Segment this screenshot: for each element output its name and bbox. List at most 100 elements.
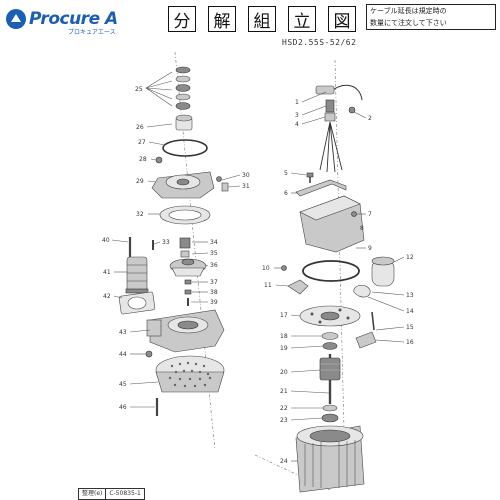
callout-44: 44 [119,351,127,358]
capacitor-band [353,284,371,298]
callout-31: 31 [242,183,250,190]
callout-11: 11 [264,282,272,289]
bracket-and-screw [355,311,377,349]
title-char: 分 [168,6,196,32]
brand-mark-icon [6,9,26,29]
callout-33: 33 [162,239,170,246]
callout-6: 6 [284,190,288,197]
callout-13: 13 [406,292,414,299]
callout-37: 37 [210,279,218,286]
title-char: 図 [328,6,356,32]
callout-7: 7 [368,211,372,218]
notice-line: ケーブル延長は規定時の [370,7,447,15]
callout-23: 23 [280,417,288,424]
motor-frame [299,195,365,253]
ref-label: 整理(e) [82,490,103,497]
hose-coupling [125,256,149,294]
callout-20: 20 [280,369,288,376]
callout-labels: 25 26 27 28 29 30 31 32 40 33 34 35 36 4… [102,86,414,465]
callout-17: 17 [280,312,288,319]
pump-casing [146,309,225,353]
o-ring [162,139,208,157]
callout-38: 38 [210,289,218,296]
terminal-block [287,279,309,295]
callout-21: 21 [280,388,288,395]
reference-number-box: 整理(e) C-50835-1 [78,488,145,500]
title-char: 立 [288,6,316,32]
callout-46: 46 [119,404,127,411]
right-axis-line [334,59,346,471]
flange-gasket [118,291,156,315]
callout-5: 5 [284,170,288,177]
leader-lines [111,71,405,462]
callout-34: 34 [210,239,218,246]
rotor-shaft [319,354,341,404]
callout-14: 14 [406,308,414,315]
connector-axis-line [254,454,331,491]
ref-number: C-50835-1 [105,489,143,499]
handle-bolt [306,172,314,183]
callout-18: 18 [280,333,288,340]
callout-43: 43 [119,329,127,336]
brand-logo: Procure A プロキュアエース [6,5,148,36]
callout-9: 9 [368,245,372,252]
callout-12: 12 [406,254,414,261]
callout-35: 35 [210,250,218,257]
callout-36: 36 [210,262,218,269]
upper-cover [151,171,215,199]
callout-40: 40 [102,237,110,244]
upper-bearing [321,332,339,350]
callout-16: 16 [406,339,414,346]
casing-nut [145,350,153,358]
bearing-stack [175,66,191,110]
callout-29: 29 [136,178,144,185]
callout-10: 10 [262,265,270,272]
cable-notice: ケーブル延長は規定時の 数量にて注文して下さい [366,4,496,30]
callout-30: 30 [242,172,250,179]
callout-28: 28 [139,156,147,163]
title-char: 解 [208,6,236,32]
sheet-title: 分 解 組 立 図 [168,6,356,32]
lower-bearing [321,404,339,423]
callout-8: 8 [360,225,364,232]
brand-name: Procure A [29,9,118,29]
callout-25: 25 [135,86,143,93]
notice-line: 数量にて注文して下さい [370,19,447,27]
brand-subtitle: プロキュアエース [68,29,116,36]
impeller-nut [179,237,191,258]
strainer-base [155,355,225,393]
callout-27: 27 [138,139,146,146]
title-char: 組 [248,6,276,32]
small-nut [155,156,163,164]
capacitor [371,256,395,287]
lifting-handle [295,179,347,197]
callout-42: 42 [103,293,111,300]
model-number: HSD2.55S-52/62 [282,38,357,47]
bolt-washer [216,176,229,192]
bearing-housing [299,305,361,327]
cable-with-plug [315,84,363,173]
callout-1: 1 [295,99,299,106]
callout-24: 24 [280,458,288,465]
frame-o-ring [302,260,360,282]
impeller [169,258,207,277]
callout-32: 32 [136,211,144,218]
callout-15: 15 [406,324,414,331]
callout-19: 19 [280,345,288,352]
gasket-ring-inner [168,209,202,221]
callout-3: 3 [295,112,299,119]
spacer-pins [184,279,192,306]
callout-39: 39 [210,299,218,306]
bearing-cap [175,114,193,131]
cable-clamp-screw [348,106,356,114]
stator-housing [295,425,365,493]
callout-41: 41 [103,269,111,276]
callout-26: 26 [136,124,144,131]
callout-2: 2 [368,115,372,122]
terminal-screw [281,265,287,271]
callout-45: 45 [119,381,127,388]
callout-22: 22 [280,405,288,412]
callout-4: 4 [295,121,299,128]
